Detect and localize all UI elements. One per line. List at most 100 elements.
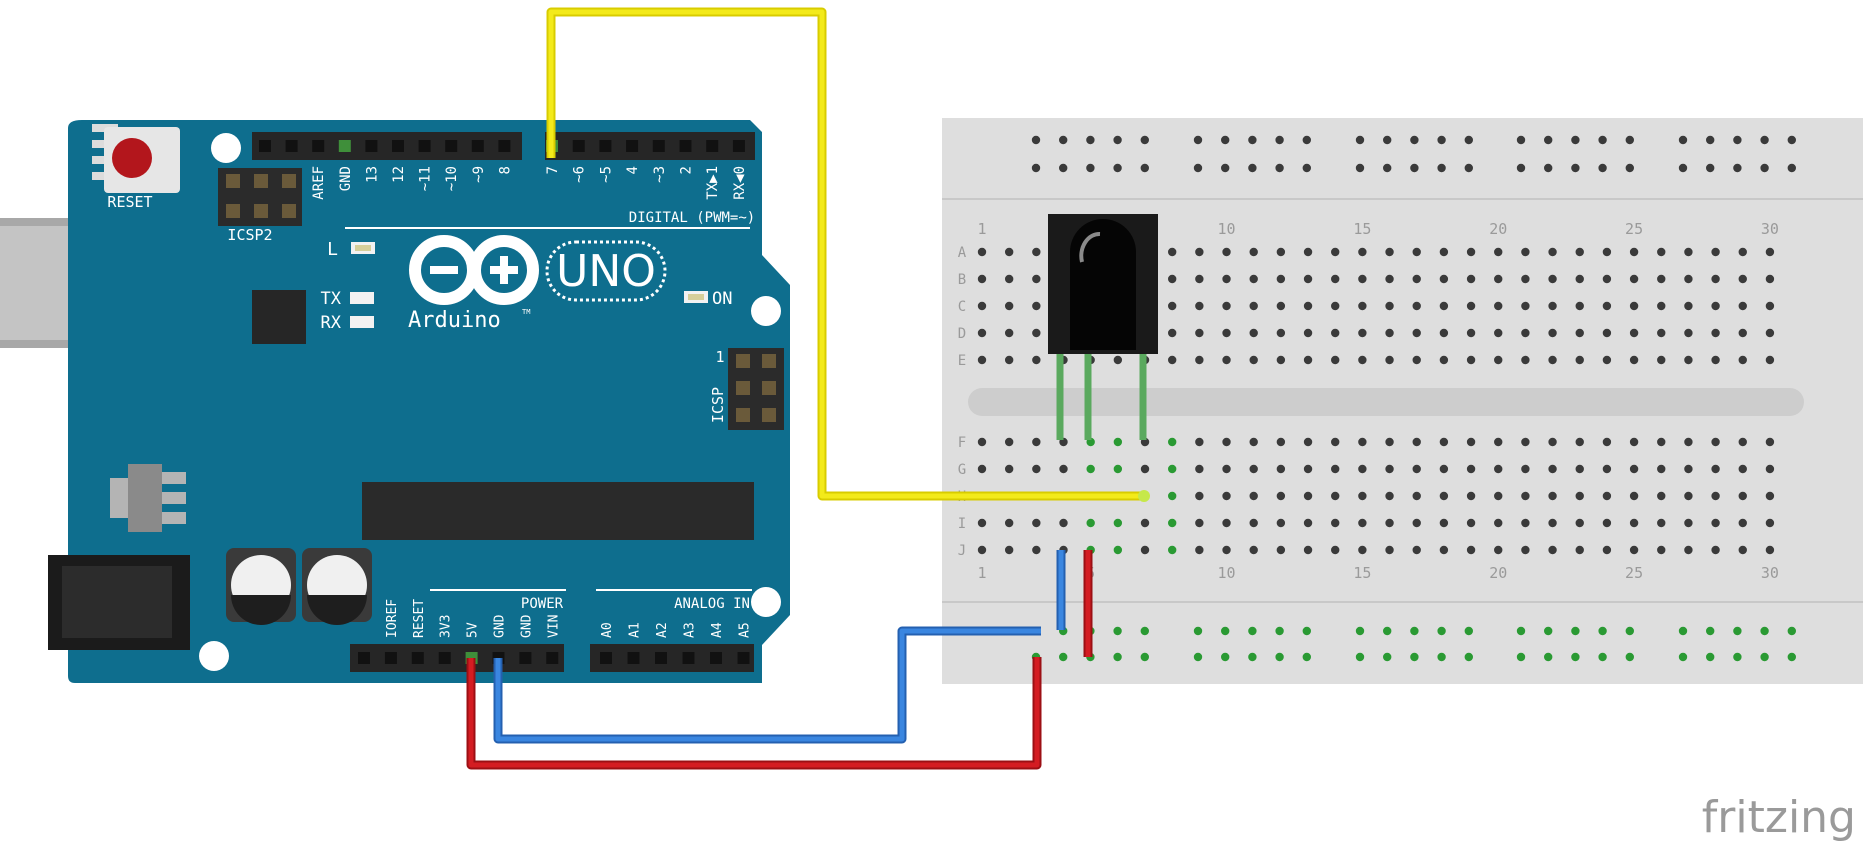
breadboard-hole[interactable] [1711,328,1720,338]
breadboard-hole[interactable] [1657,437,1666,447]
breadboard-hole[interactable] [1302,135,1312,145]
breadboard-hole[interactable] [1437,626,1446,636]
breadboard-hole[interactable] [1684,491,1693,501]
breadboard-hole[interactable] [1412,328,1421,338]
breadboard-hole[interactable] [1059,464,1068,474]
breadboard-hole[interactable] [1760,626,1769,636]
breadboard-hole[interactable] [1602,274,1612,284]
breadboard-hole[interactable] [977,437,987,447]
breadboard-hole[interactable] [1195,328,1204,338]
breadboard-hole[interactable] [1221,163,1230,173]
breadboard-hole[interactable] [1167,545,1177,555]
breadboard-hole[interactable] [1355,626,1365,636]
breadboard-hole[interactable] [1383,135,1392,145]
breadboard-hole[interactable] [977,301,987,311]
breadboard-hole[interactable] [1276,437,1286,447]
header-pin[interactable] [438,652,451,664]
breadboard-hole[interactable] [977,355,987,365]
breadboard-hole[interactable] [1629,545,1639,555]
breadboard-hole[interactable] [1249,491,1258,501]
breadboard-hole[interactable] [1195,491,1204,501]
breadboard-hole[interactable] [1249,437,1258,447]
breadboard-hole[interactable] [1222,301,1231,311]
breadboard-hole[interactable] [1113,355,1123,365]
breadboard-hole[interactable] [1466,464,1476,474]
breadboard-hole[interactable] [1765,274,1775,284]
breadboard-hole[interactable] [1303,464,1313,474]
breadboard-hole[interactable] [1598,135,1607,145]
breadboard-hole[interactable] [1222,274,1231,284]
breadboard-hole[interactable] [1548,328,1557,338]
breadboard-hole[interactable] [1684,518,1693,528]
header-pin[interactable] [519,652,532,664]
breadboard-hole[interactable] [1678,652,1688,662]
header-pin[interactable] [655,652,667,664]
breadboard-hole[interactable] [1629,328,1639,338]
breadboard-hole[interactable] [1760,135,1769,145]
breadboard-hole[interactable] [1195,274,1204,284]
breadboard-hole[interactable] [1059,518,1068,528]
breadboard-hole[interactable] [1140,545,1150,555]
breadboard-hole[interactable] [1787,652,1797,662]
breadboard-hole[interactable] [1331,518,1340,528]
breadboard-hole[interactable] [1544,652,1553,662]
breadboard-hole[interactable] [1733,626,1742,636]
breadboard-hole[interactable] [1494,437,1503,447]
breadboard-hole[interactable] [977,328,987,338]
breadboard-hole[interactable] [1004,518,1014,528]
breadboard-hole[interactable] [1221,135,1230,145]
breadboard-hole[interactable] [1222,518,1231,528]
breadboard-hole[interactable] [1466,491,1476,501]
breadboard-hole[interactable] [1358,491,1367,501]
breadboard-hole[interactable] [1516,163,1526,173]
breadboard-hole[interactable] [1548,518,1557,528]
breadboard-hole[interactable] [1548,274,1557,284]
breadboard-hole[interactable] [1248,652,1257,662]
breadboard-hole[interactable] [1711,545,1720,555]
breadboard-hole[interactable] [1571,652,1580,662]
breadboard-hole[interactable] [1385,491,1394,501]
breadboard-hole[interactable] [1494,328,1503,338]
breadboard-hole[interactable] [977,247,987,257]
header-pin[interactable] [572,140,585,152]
breadboard-hole[interactable] [1625,626,1635,636]
breadboard-hole[interactable] [1222,328,1231,338]
breadboard-hole[interactable] [1195,437,1204,447]
breadboard-hole[interactable] [1331,545,1340,555]
breadboard-hole[interactable] [1657,491,1666,501]
breadboard-hole[interactable] [1113,437,1123,447]
breadboard-hole[interactable] [1464,652,1474,662]
breadboard-hole[interactable] [1625,652,1635,662]
breadboard-hole[interactable] [1760,652,1769,662]
breadboard-hole[interactable] [1385,301,1394,311]
breadboard-hole[interactable] [1222,545,1231,555]
breadboard-hole[interactable] [1711,437,1720,447]
breadboard-hole[interactable] [1193,163,1203,173]
breadboard-hole[interactable] [1657,355,1666,365]
breadboard-hole[interactable] [1303,545,1313,555]
breadboard-hole[interactable] [1221,652,1230,662]
header-pin[interactable] [546,652,559,664]
breadboard-hole[interactable] [1738,328,1747,338]
breadboard-hole[interactable] [1167,437,1177,447]
breadboard-hole[interactable] [1195,464,1204,474]
breadboard-hole[interactable] [1355,135,1365,145]
breadboard-hole[interactable] [1678,626,1688,636]
breadboard-hole[interactable] [1706,652,1715,662]
breadboard-hole[interactable] [1575,518,1584,528]
breadboard-hole[interactable] [1167,247,1177,257]
breadboard-hole[interactable] [1548,355,1557,365]
breadboard-hole[interactable] [1602,464,1612,474]
breadboard-hole[interactable] [1657,328,1666,338]
breadboard-hole[interactable] [1032,355,1041,365]
breadboard-hole[interactable] [1195,518,1204,528]
breadboard-hole[interactable] [1684,247,1693,257]
breadboard-hole[interactable] [1331,464,1340,474]
breadboard-hole[interactable] [1222,491,1231,501]
breadboard-hole[interactable] [1276,247,1286,257]
breadboard-hole[interactable] [1629,491,1639,501]
breadboard-hole[interactable] [1437,652,1446,662]
breadboard-hole[interactable] [1249,301,1258,311]
header-pin[interactable] [498,140,511,152]
header-pin[interactable] [627,652,640,664]
